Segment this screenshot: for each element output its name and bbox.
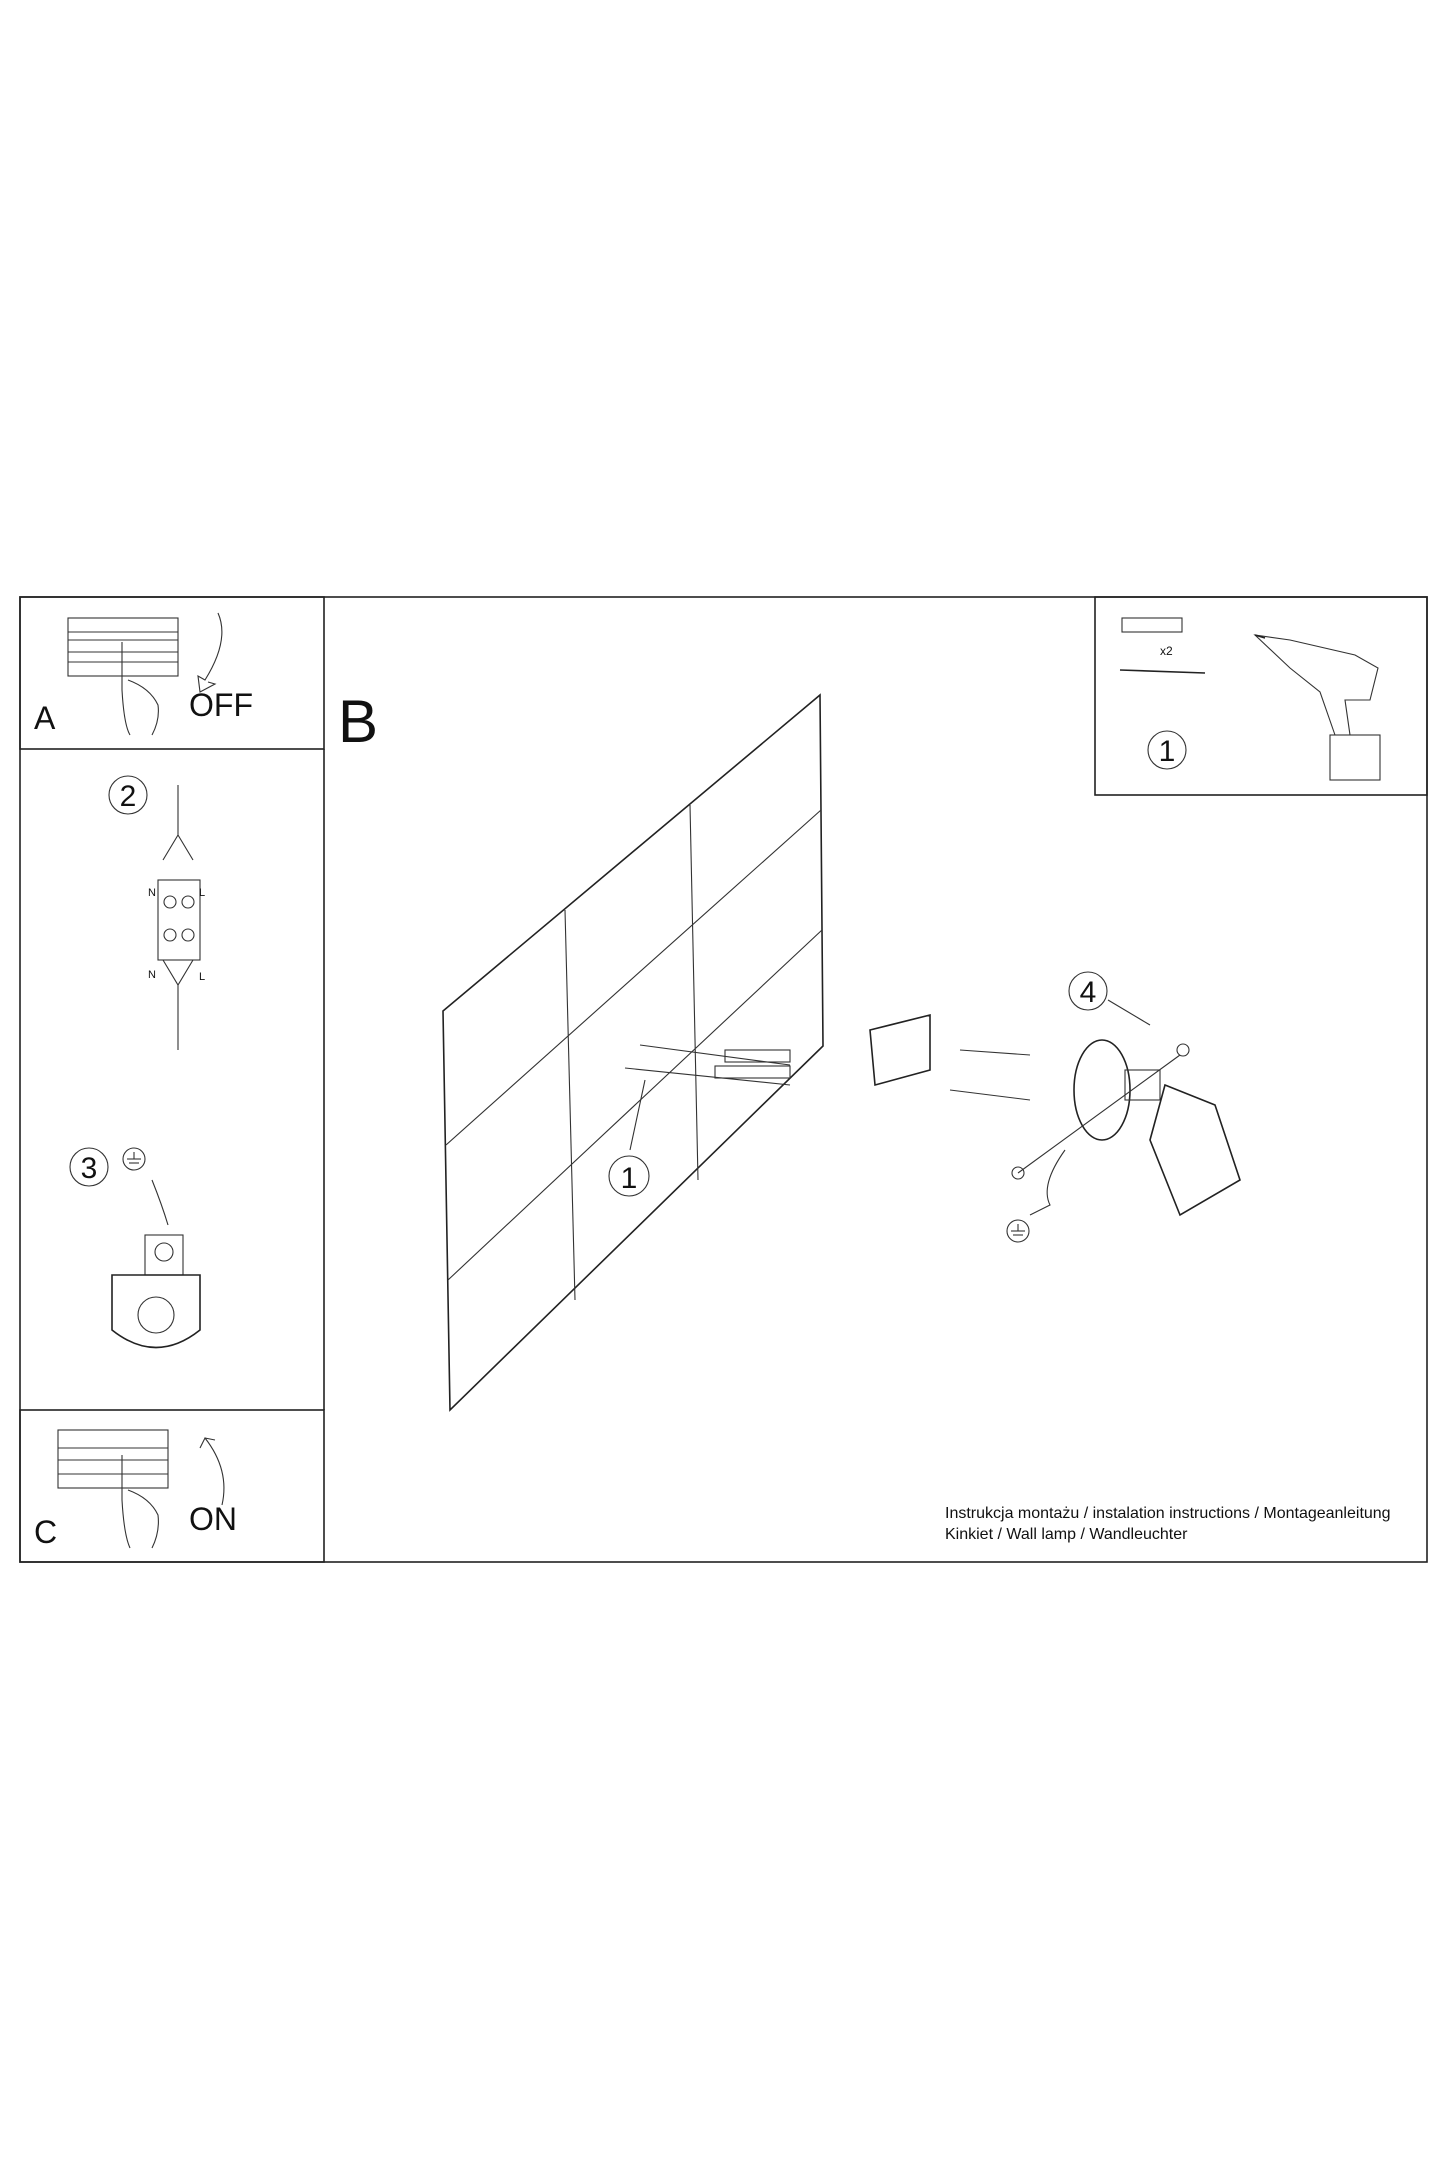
step-3-ground: 3 xyxy=(69,1147,201,1349)
panel-c-label: C xyxy=(34,1514,57,1550)
arrow-up-icon xyxy=(199,1436,225,1506)
breaker-panel-icon xyxy=(67,617,179,677)
neutral-label: N xyxy=(148,969,156,981)
breaker-panel-icon xyxy=(57,1429,169,1489)
panel-a: A OFF xyxy=(19,596,325,750)
neutral-label: N xyxy=(148,887,156,899)
hand-icon xyxy=(121,642,159,736)
wall-plug-icon xyxy=(714,1065,791,1079)
panel-c: C ON xyxy=(19,1409,325,1563)
terminal-block-icon xyxy=(157,879,201,961)
wall-plug-icon xyxy=(1121,617,1183,633)
lamp-illustration: 4 xyxy=(869,971,1241,1243)
quantity-label: x2 xyxy=(1160,644,1173,658)
live-label: L xyxy=(199,887,205,899)
tools-box: x2 1 xyxy=(1094,596,1428,796)
mounting-bracket-icon xyxy=(869,1013,931,1087)
drill-icon xyxy=(1253,634,1381,781)
hand-icon xyxy=(121,1455,159,1549)
step-2-number: 2 xyxy=(120,780,137,813)
arrow-down-icon xyxy=(197,612,223,693)
outer-frame xyxy=(19,596,1428,1563)
step-1-number: 1 xyxy=(1159,735,1176,768)
step-4-number: 4 xyxy=(1080,976,1097,1009)
wall-illustration: 1 xyxy=(442,693,824,1412)
lamp-shade-icon xyxy=(1149,1083,1241,1217)
screw-icon xyxy=(1119,669,1206,674)
panel-b-label: B xyxy=(338,688,378,755)
step-1-wall-number: 1 xyxy=(621,1162,638,1195)
caption-subtitle: Kinkiet / Wall lamp / Wandleuchter xyxy=(945,1526,1188,1543)
ground-icon xyxy=(122,1147,146,1171)
step-3-number: 3 xyxy=(81,1152,98,1185)
live-label: L xyxy=(199,971,205,983)
panel-a-label: A xyxy=(34,700,56,736)
caption-title: Instrukcja montażu / instalation instruc… xyxy=(945,1505,1391,1522)
ground-icon xyxy=(1006,1219,1030,1243)
off-label: OFF xyxy=(189,687,253,723)
step-2-wiring: 2 N L N L xyxy=(108,775,205,1050)
on-label: ON xyxy=(189,1501,237,1537)
wall-plug-icon xyxy=(724,1049,791,1063)
